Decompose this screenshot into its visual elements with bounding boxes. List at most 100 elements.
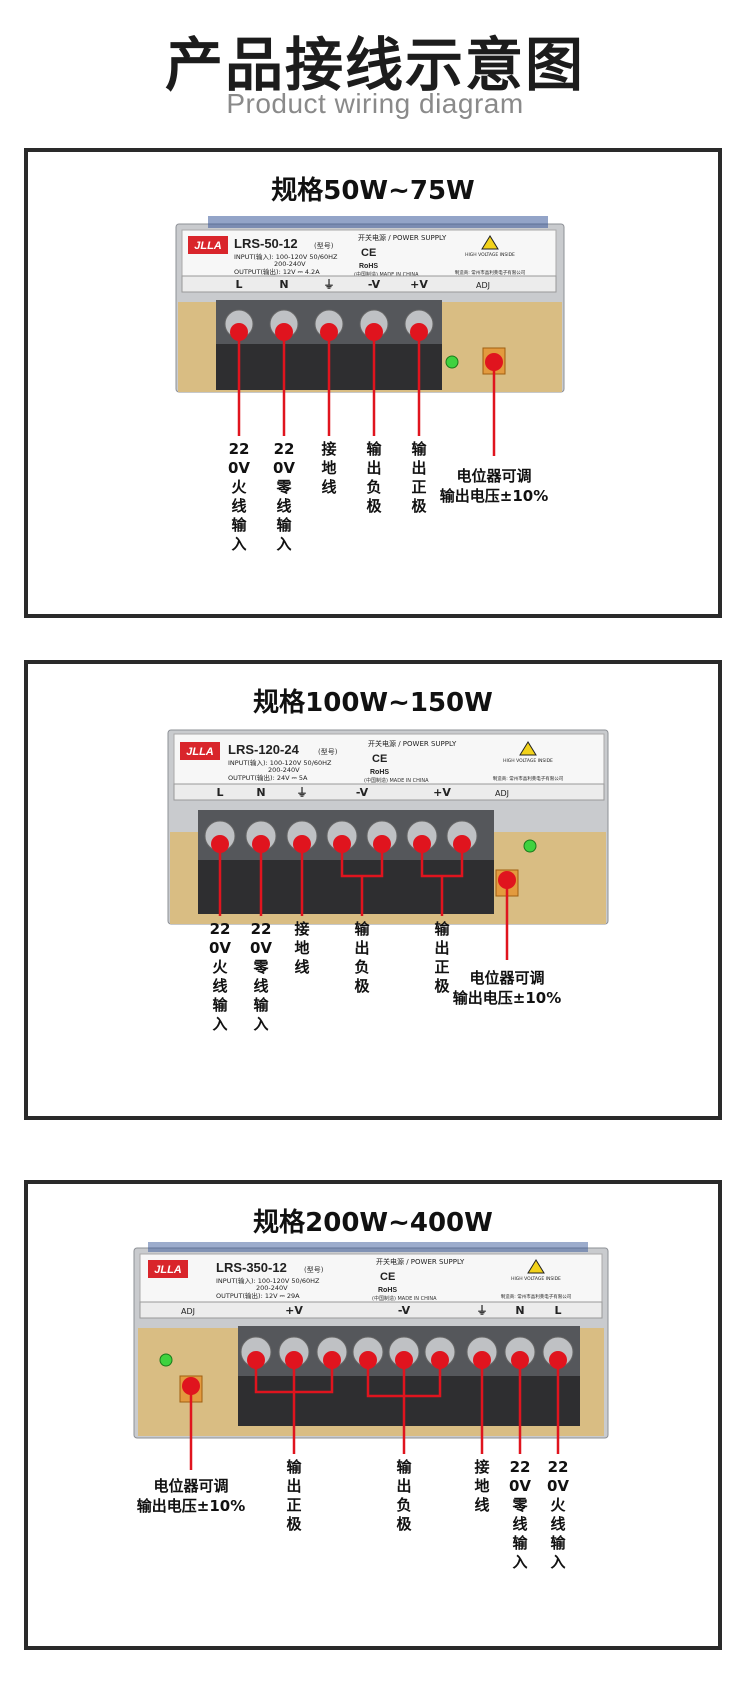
input2-text: 200-240V: [274, 260, 306, 268]
term-n: N: [256, 786, 265, 799]
page-subtitle: Product wiring diagram: [226, 88, 524, 119]
label-pot-2: 输出电压±10%: [439, 487, 549, 505]
spec-title: 规格50W~75W: [271, 176, 475, 206]
label-pot-1: 电位器可调: [469, 969, 545, 987]
made-in-text: (中国制造) MADE IN CHINA: [372, 1295, 437, 1302]
wiring-diagram-50w: JLLA LRS-50-12 (型号) INPUT(输入): 100-120V …: [175, 216, 565, 456]
label-neutral: 220V零线输入: [249, 920, 273, 1033]
made-in-text: (中国制造) MADE IN CHINA: [354, 271, 419, 278]
maker-text: 制造商: 常州市晶利莱电子有限公司: [455, 269, 525, 276]
label-ground: 接地线: [474, 1458, 490, 1514]
input-text: INPUT(输入): 100-120V 50/60HZ: [234, 252, 338, 261]
power-supply-text: 开关电源 / POWER SUPPLY: [358, 233, 447, 242]
term-neg: -V: [356, 786, 369, 799]
term-adj: ADJ: [476, 281, 490, 290]
model-suffix: (型号): [318, 747, 338, 756]
wire-dots: [230, 323, 503, 371]
ce-mark: CE: [380, 1271, 395, 1283]
rohs-mark: RoHS: [359, 263, 378, 270]
label-negative: 输出负极: [354, 920, 370, 995]
term-ground: ⏚: [297, 786, 308, 799]
warning-icon: [481, 235, 499, 250]
term-adj: ADJ: [181, 1307, 195, 1316]
wire-dots: [211, 835, 516, 889]
input2-text: 200-240V: [268, 766, 300, 774]
rohs-mark: RoHS: [370, 769, 389, 776]
term-n: N: [279, 278, 288, 291]
terminal-legend: L N ⏚ -V +V ADJ: [216, 786, 509, 799]
model-text: LRS-120-24: [228, 742, 300, 757]
terminal-strip: [139, 1301, 603, 1319]
led-indicator: [445, 355, 459, 369]
brand-text: JLLA: [154, 1264, 182, 1276]
terminal-strip: [173, 783, 605, 801]
panel-50w: 规格50W~75W JLLA LRS-50-12 (型号) INPUT(输入):…: [24, 148, 722, 618]
warning-icon: [519, 741, 537, 756]
page-title: 产品接线示意图: [164, 31, 585, 99]
label-ground: 接地线: [294, 920, 310, 976]
term-adj: ADJ: [495, 789, 509, 798]
maker-text: 制造商: 常州市晶利莱电子有限公司: [493, 775, 563, 782]
warning-text: HIGH VOLTAGE INSIDE: [503, 758, 553, 764]
term-ground: ⏚: [477, 1304, 488, 1317]
model-text: LRS-350-12: [216, 1260, 287, 1275]
label-positive: 输出正极: [286, 1458, 302, 1533]
output-text: OUTPUT(输出): 24V ⎓ 5A: [228, 773, 308, 782]
wire-lines: [189, 1360, 560, 1470]
model-suffix: (型号): [314, 241, 334, 250]
brand-logo: [180, 742, 220, 760]
brand-text: JLLA: [194, 240, 222, 252]
wire-lines: [218, 844, 509, 960]
label-pot-2: 输出电压±10%: [136, 1497, 246, 1515]
label-neutral: 220V零线输入: [272, 440, 296, 553]
brand-logo: [188, 236, 228, 254]
label-pot-1: 电位器可调: [456, 467, 532, 485]
term-l: L: [235, 278, 242, 291]
label-live: 220V火线输入: [227, 440, 251, 553]
input2-text: 200-240V: [256, 1284, 288, 1292]
led-indicator: [159, 1353, 173, 1367]
label-negative: 输出负极: [396, 1458, 412, 1533]
label-live: 220V火线输入: [208, 920, 232, 1033]
wire-dots: [182, 1351, 567, 1395]
term-pos: +V: [285, 1304, 303, 1317]
spec-title: 规格200W~400W: [253, 1208, 493, 1238]
label-positive: 输出正极: [434, 920, 450, 995]
power-supply-text: 开关电源 / POWER SUPPLY: [368, 739, 457, 748]
term-n: N: [515, 1304, 524, 1317]
wiring-diagram-150w: JLLA LRS-120-24 (型号) INPUT(输入): 100-120V…: [167, 729, 609, 960]
psu-vent: [148, 1242, 588, 1252]
term-pos: +V: [410, 278, 428, 291]
label-positive: 输出正极: [411, 440, 427, 515]
warning-icon: [527, 1259, 545, 1274]
model-text: LRS-50-12: [234, 236, 298, 251]
label-pot-2: 输出电压±10%: [452, 989, 562, 1007]
label-pot-1: 电位器可调: [153, 1477, 229, 1495]
wire-lines: [237, 332, 496, 456]
terminal-legend: L N ⏚ -V +V ADJ: [235, 278, 490, 291]
ce-mark: CE: [361, 247, 376, 259]
led-indicator: [523, 839, 537, 853]
output-text: OUTPUT(输出): 12V ⎓ 4.2A: [234, 267, 320, 276]
output-text: OUTPUT(输出): 12V ⎓ 29A: [216, 1291, 300, 1300]
terminal-strip: [181, 275, 557, 293]
input-text: INPUT(输入): 100-120V 50/60HZ: [216, 1276, 320, 1285]
brand-text: JLLA: [186, 746, 214, 758]
label-neutral: 220V零线输入: [508, 1458, 532, 1571]
terminal-legend: ADJ +V -V ⏚ N L: [181, 1304, 562, 1317]
label-negative: 输出负极: [366, 440, 382, 515]
brand-logo: [148, 1260, 188, 1278]
made-in-text: (中国制造) MADE IN CHINA: [364, 777, 429, 784]
spec-title: 规格100W~150W: [253, 688, 493, 718]
model-suffix: (型号): [304, 1265, 324, 1274]
panel-400w: 规格200W~400W JLLA LRS-350-12 (型号) INPUT(输…: [24, 1180, 722, 1650]
input-text: INPUT(输入): 100-120V 50/60HZ: [228, 758, 332, 767]
power-supply-text: 开关电源 / POWER SUPPLY: [376, 1257, 465, 1266]
warning-text: HIGH VOLTAGE INSIDE: [465, 252, 515, 258]
ce-mark: CE: [372, 753, 387, 765]
maker-text: 制造商: 常州市晶利莱电子有限公司: [501, 1293, 571, 1300]
label-ground: 接地线: [321, 440, 337, 496]
term-l: L: [216, 786, 223, 799]
term-ground: ⏚: [324, 278, 335, 291]
wiring-diagram-400w: JLLA LRS-350-12 (型号) INPUT(输入): 100-120V…: [133, 1242, 609, 1470]
